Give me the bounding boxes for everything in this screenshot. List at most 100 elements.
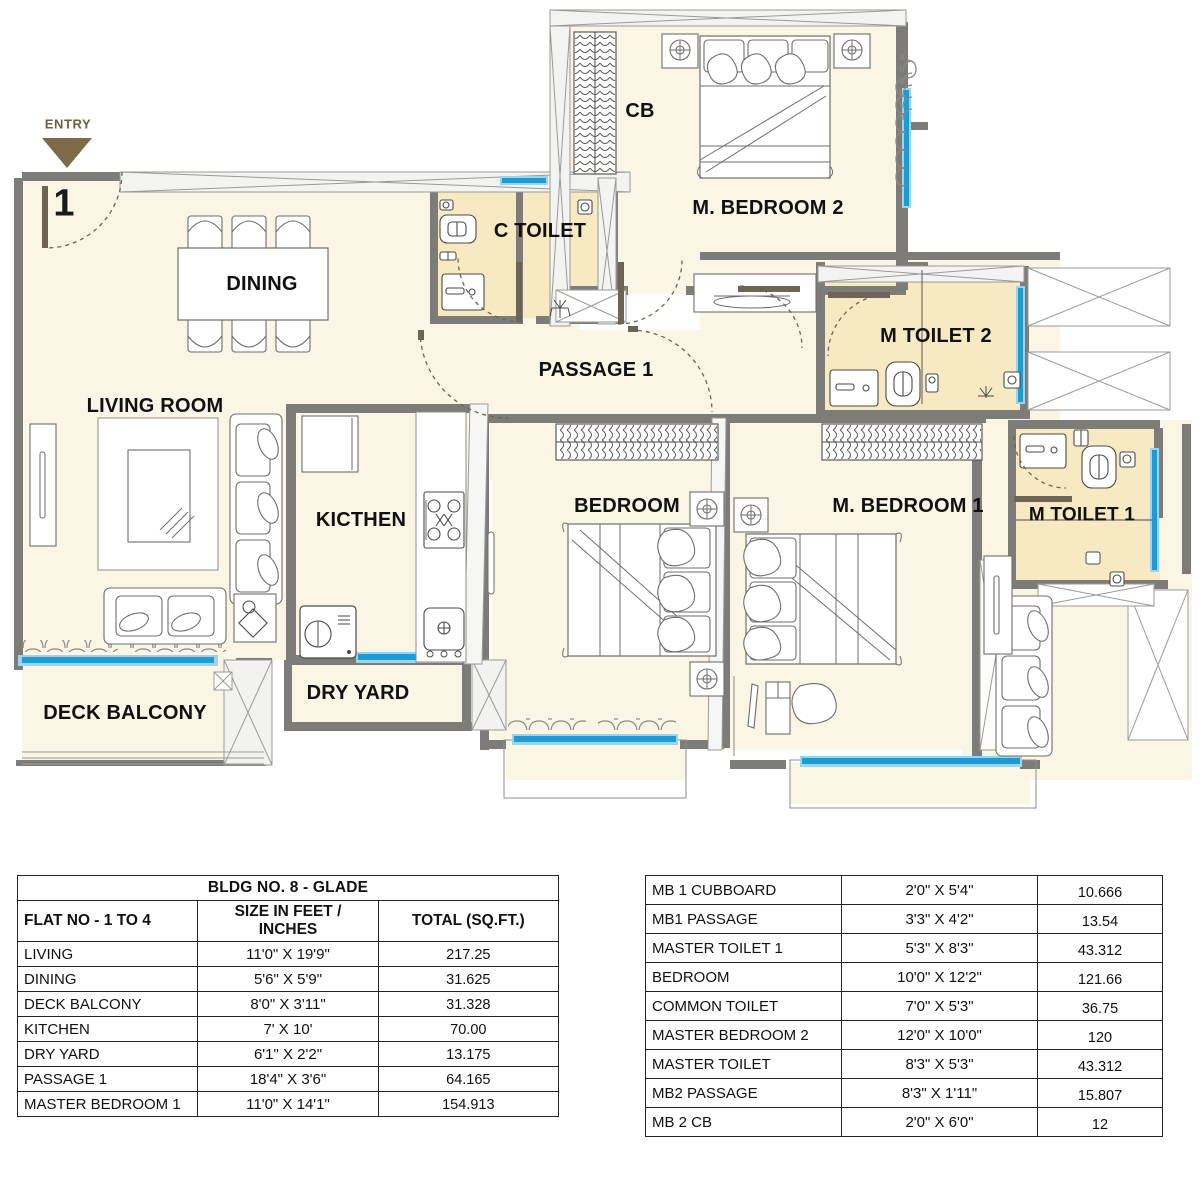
cell-total: 120 [1037, 1020, 1163, 1050]
cell-room: MB 2 CB [645, 1107, 842, 1137]
dining-set [177, 215, 329, 353]
cell-room: COMMON TOILET [645, 991, 842, 1021]
cell-total: 154.913 [377, 1091, 560, 1117]
wardrobe-m-bedroom-1 [821, 423, 983, 461]
cell-total: 43.312 [1037, 933, 1163, 963]
cell-room: MB2 PASSAGE [645, 1078, 842, 1108]
cell-room: MASTER BEDROOM 2 [645, 1020, 842, 1050]
cell-total: 13.175 [377, 1041, 560, 1067]
wardrobes [555, 31, 983, 461]
doors [42, 171, 1072, 502]
cell-total: 10.666 [1037, 875, 1163, 905]
cell-room: DECK BALCONY [16, 991, 199, 1017]
header-size: SIZE IN FEET / INCHES [197, 900, 379, 942]
cell-room: MASTER TOILET [645, 1049, 842, 1079]
windows [18, 88, 1159, 767]
cell-total: 217.25 [377, 941, 560, 967]
cell-total: 70.00 [377, 1016, 560, 1042]
floor-plan: ENTRY 1 DINING LIVING ROOM DECK BALCONY … [14, 9, 1192, 809]
bed-bedroom [562, 491, 725, 697]
entry-arrow-icon [42, 138, 92, 168]
cell-room: LIVING [16, 941, 199, 967]
tv-console [29, 423, 57, 547]
cell-size: 10'0" X 12'2" [841, 962, 1038, 992]
cell-room: PASSAGE 1 [16, 1066, 199, 1092]
m-toilet-1-fittings [1016, 429, 1152, 587]
cell-room: DRY YARD [16, 1041, 199, 1067]
cell-room: MASTER BEDROOM 1 [16, 1091, 199, 1117]
m-toilet-2-fittings [829, 270, 1021, 407]
cell-total: 31.328 [377, 991, 560, 1017]
entry-label: ENTRY [44, 116, 92, 132]
cell-room: KITCHEN [16, 1016, 199, 1042]
passage-console [693, 273, 817, 313]
area-statement-tables: BLDG NO. 8 - GLADE FLAT NO - 1 TO 4 SIZE… [0, 870, 1200, 1155]
cell-room: DINING [16, 966, 199, 992]
living-rug [97, 417, 219, 571]
cell-room: MASTER TOILET 1 [645, 933, 842, 963]
cell-size: 11'0" X 19'9" [197, 941, 379, 967]
sofa-vertical [229, 413, 283, 605]
cell-total: 13.54 [1037, 904, 1163, 934]
cell-room: MB1 PASSAGE [645, 904, 842, 934]
cell-total: 43.312 [1037, 1049, 1163, 1079]
cell-total: 36.75 [1037, 991, 1163, 1021]
table-header-row: FLAT NO - 1 TO 4 SIZE IN FEET / INCHES T… [16, 900, 560, 942]
cell-size: 2'0" X 6'0" [841, 1107, 1038, 1137]
sofa-horizontal [103, 587, 227, 645]
bed-m-bedroom-2 [661, 33, 871, 179]
table-title-row: BLDG NO. 8 - GLADE [17, 875, 559, 901]
cell-total: 15.807 [1037, 1078, 1163, 1108]
cell-size: 5'3" X 8'3" [841, 933, 1038, 963]
cell-total: 121.66 [1037, 962, 1163, 992]
bed-m-bedroom-1 [733, 497, 902, 756]
cell-size: 2'0" X 5'4" [841, 875, 1038, 905]
furniture [29, 33, 1152, 757]
cell-size: 8'3" X 1'11" [841, 1078, 1038, 1108]
area-table-left: BLDG NO. 8 - GLADE FLAT NO - 1 TO 4 SIZE… [16, 875, 560, 1117]
cell-total: 12 [1037, 1107, 1163, 1137]
mb1-console [983, 555, 1013, 655]
cell-room: MB 1 CUBBOARD [645, 875, 842, 905]
c-toilet-fittings [439, 199, 593, 318]
table-title: BLDG NO. 8 - GLADE [17, 875, 559, 901]
cell-room: BEDROOM [645, 962, 842, 992]
kitchen-fittings [299, 411, 495, 663]
header-flat-no: FLAT NO - 1 TO 4 [16, 900, 199, 942]
wardrobe-cb [573, 31, 617, 175]
plan-number: 1 [53, 182, 75, 225]
wardrobe-bedroom [555, 423, 719, 461]
railings [22, 52, 917, 730]
cell-size: 5'6" X 5'9" [197, 966, 379, 992]
header-total: TOTAL (SQ.FT.) [377, 900, 560, 942]
cell-size: 18'4" X 3'6" [197, 1066, 379, 1092]
cell-size: 6'1" X 2'2" [197, 1041, 379, 1067]
cell-size: 12'0" X 10'0" [841, 1020, 1038, 1050]
cell-size: 3'3" X 4'2" [841, 904, 1038, 934]
cell-total: 64.165 [377, 1066, 560, 1092]
cell-size: 8'3" X 5'3" [841, 1049, 1038, 1079]
side-table-lamp [233, 593, 277, 643]
floor-plan-svg [14, 9, 1192, 809]
cell-size: 11'0" X 14'1" [197, 1091, 379, 1117]
cell-size: 8'0" X 3'11" [197, 991, 379, 1017]
cell-size: 7'0" X 5'3" [841, 991, 1038, 1021]
cell-size: 7' X 10' [197, 1016, 379, 1042]
